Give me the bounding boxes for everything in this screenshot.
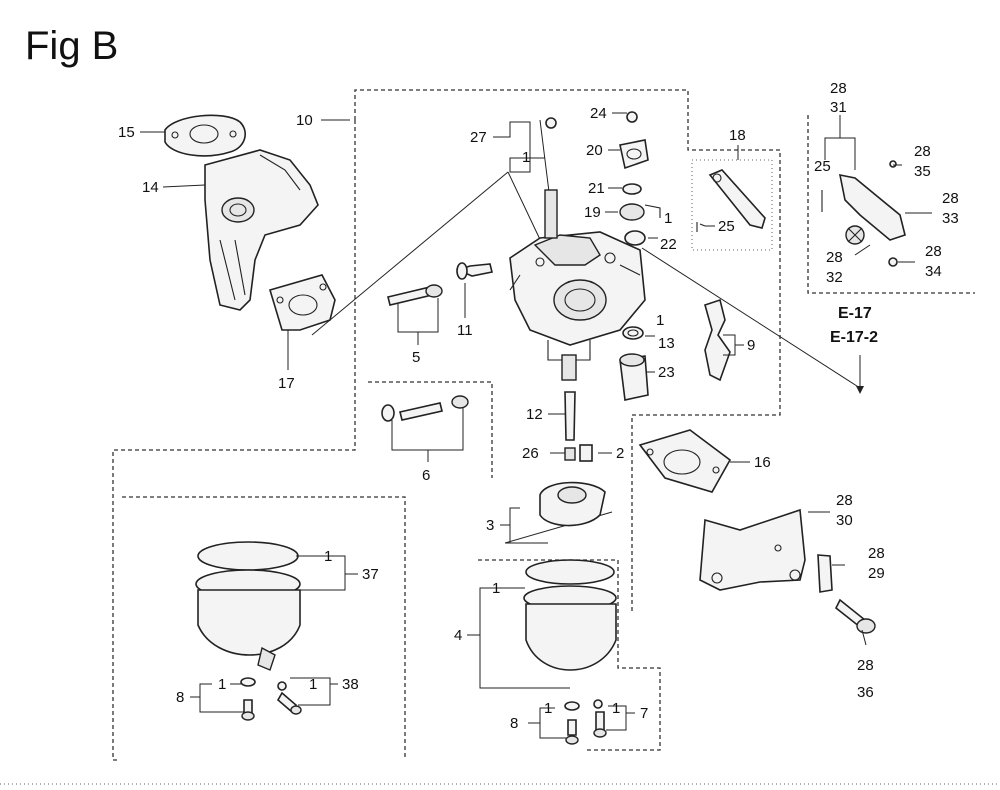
callout-13-qty: 1 [656,312,664,329]
part-29 [817,554,833,593]
callout-28a: 28 [830,80,847,97]
callout-34: 34 [925,263,942,280]
screw-11 [455,262,493,280]
callout-19: 19 [584,204,601,221]
carburetor-body [509,231,646,381]
callout-25a: 25 [718,218,735,235]
bracket-14 [204,149,319,311]
callout-8a: 8 [176,689,184,706]
callout-labels: 10 15 14 17 27 1 24 20 21 19 1 22 18 25 … [118,80,959,732]
float-bowl-37 [195,541,301,671]
callout-12: 12 [526,406,543,423]
boundary-lines [112,89,975,761]
needle-12 [564,391,576,441]
callout-27-qty: 1 [522,149,530,166]
callout-28h: 28 [857,657,874,674]
callout-28d: 28 [826,249,843,266]
bolt-8a [240,677,256,721]
screw-6 [381,395,469,422]
screw-5 [387,284,443,306]
callout-8b-qty: 1 [544,700,552,717]
callout-9: 9 [747,337,755,354]
callout-17: 17 [278,375,295,392]
callout-20: 20 [586,142,603,159]
jet-23 [619,353,649,401]
reference-e17: E-17 [838,305,872,322]
callout-19-qty: 1 [664,210,672,227]
callout-31: 31 [830,99,847,116]
gasket-15 [164,114,246,157]
choke-rod-parts [544,117,558,239]
bracket-30 [699,508,806,591]
callout-30: 30 [836,512,853,529]
callout-2: 2 [616,445,624,462]
callout-32: 32 [826,269,843,286]
callout-18: 18 [729,127,746,144]
drain-screw-7 [593,699,607,738]
gasket-17 [269,274,336,331]
callout-38: 38 [342,676,359,693]
callout-15: 15 [118,124,135,141]
callout-37-qty: 1 [324,548,332,565]
callout-13: 13 [658,335,675,352]
callout-29: 29 [868,565,885,582]
clip-26 [564,444,593,462]
callout-28b: 28 [914,143,931,160]
o-ring-13 [622,326,644,340]
callout-35: 35 [914,163,931,180]
callout-8a-qty: 1 [218,676,226,693]
governor-arm-31 [821,160,906,267]
float-3 [539,481,606,527]
callout-5: 5 [412,349,420,366]
bolt-8b [564,701,580,745]
callout-26: 26 [522,445,539,462]
bolt-36 [834,598,876,634]
callout-6: 6 [422,467,430,484]
callout-28f: 28 [836,492,853,509]
callout-8b: 8 [510,715,518,732]
callout-36: 36 [857,684,874,701]
drain-screw-38 [276,681,302,715]
callout-3: 3 [486,517,494,534]
leader-lines [140,112,932,739]
callout-37: 37 [362,566,379,583]
callout-24: 24 [590,105,607,122]
callout-21: 21 [588,180,605,197]
callout-28c: 28 [942,190,959,207]
callout-27: 27 [470,129,487,146]
callout-22: 22 [660,236,677,253]
callout-4-qty: 1 [492,580,500,597]
callout-4: 4 [454,627,462,644]
callout-25b: 25 [814,158,831,175]
callout-23: 23 [658,364,675,381]
float-valve-parts [619,111,661,246]
float-9 [704,298,731,382]
callout-16: 16 [754,454,771,471]
callout-14: 14 [142,179,159,196]
callout-28g: 28 [868,545,885,562]
callout-10: 10 [296,112,313,129]
arm-18 [691,159,773,251]
gasket-16 [638,429,732,493]
callout-38-qty: 1 [309,676,317,693]
callout-7: 7 [640,705,648,722]
callout-7-qty: 1 [612,700,620,717]
callout-33: 33 [942,210,959,227]
figure-title: Fig B [25,24,119,68]
callout-28e: 28 [925,243,942,260]
reference-e17-2: E-17-2 [830,329,878,346]
callout-11: 11 [457,322,473,339]
float-bowl-4 [523,559,617,671]
